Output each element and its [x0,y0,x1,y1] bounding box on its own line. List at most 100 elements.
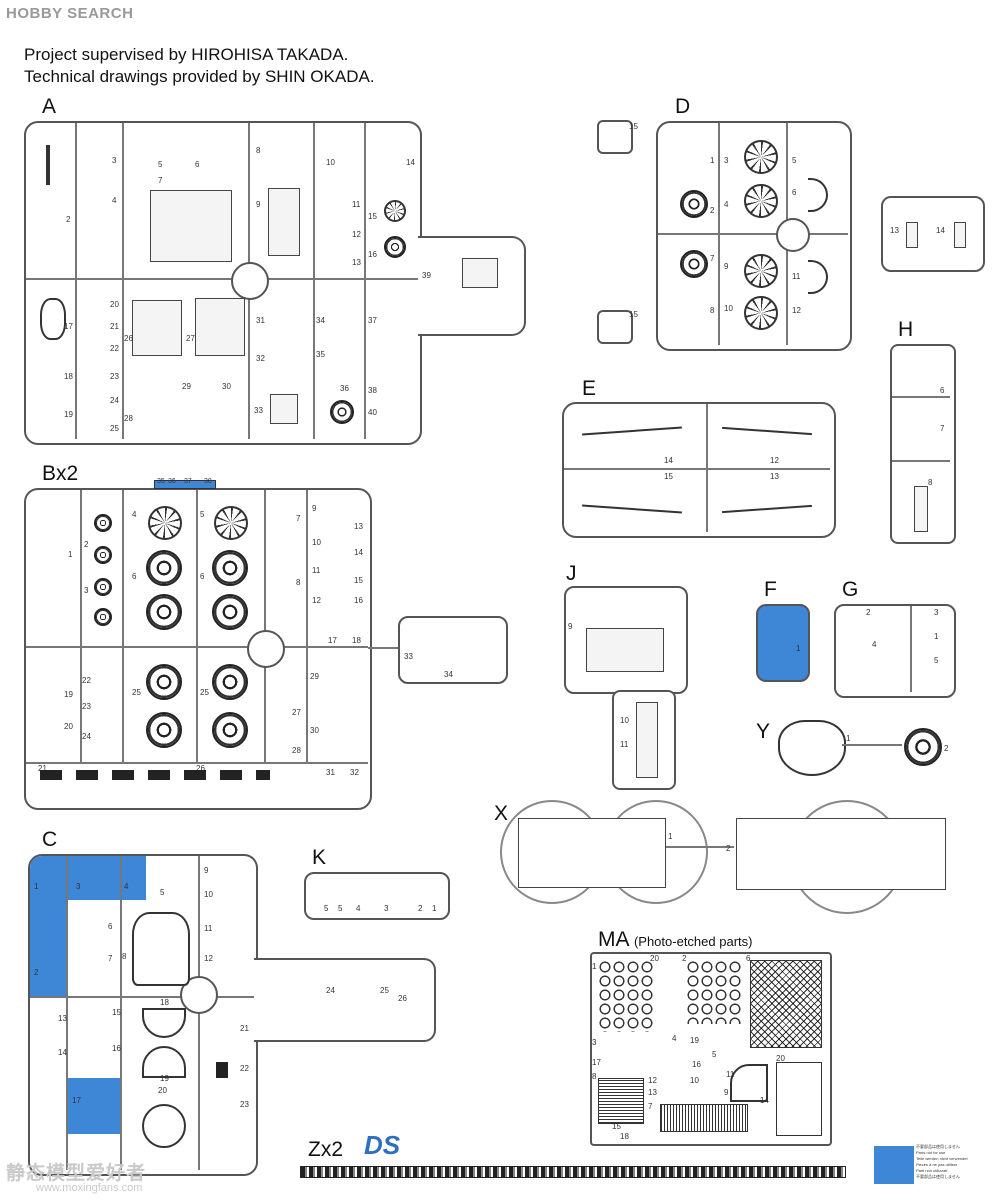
sprue-a-runner-v1 [75,123,77,439]
b-num-36: 36 [168,478,176,485]
a-num-2: 2 [66,215,71,224]
j-num-10: 10 [620,716,629,725]
b-num-11: 11 [312,566,321,575]
sprue-b-runner-v3 [196,490,198,762]
sprue-j-label: J [566,562,577,585]
sprue-b-part-25a [146,664,182,700]
sprue-ma-part-2 [686,960,742,1024]
b-num-1: 1 [68,550,73,559]
watermark-cn: 静态模型爱好者 [6,1163,147,1184]
a-num-22: 22 [110,344,119,353]
c-num-21: 21 [240,1024,249,1033]
ma-num-4: 4 [672,1034,677,1043]
brand-logo: HOBBY SEARCH [6,5,134,22]
sprue-b-gate-ring [247,630,285,668]
c-num-10: 10 [204,890,213,899]
sprue-d-part-3 [744,140,778,174]
sprue-b-ext-connector [368,647,398,649]
sprue-c-runner-v2 [120,856,122,1170]
a-num-20: 20 [110,300,119,309]
ma-num-20b: 20 [776,1054,785,1063]
b-num-9: 9 [312,504,317,513]
e-num-12: 12 [770,456,779,465]
credits: Project supervised by HIROHISA TAKADA. T… [24,44,375,88]
sprue-b-part-6c [146,594,182,630]
c-num-25: 25 [380,986,389,995]
credit-supervisor: Project supervised by HIROHISA TAKADA. [24,45,349,64]
sprue-d-runner-v1 [718,123,720,345]
b-num-38: 38 [204,478,212,485]
e-num-14: 14 [664,456,673,465]
ma-num-11: 11 [726,1070,735,1079]
legend-text: 不要部品は使用しません Parts not for use Teile werd… [916,1144,996,1180]
d-num-5: 5 [792,156,797,165]
b-num-4: 4 [132,510,137,519]
h-num-6: 6 [940,386,945,395]
ma-num-5: 5 [712,1050,717,1059]
ma-num-7: 7 [648,1102,653,1111]
c-num-7: 7 [108,954,113,963]
sprue-x-runner [666,846,734,848]
sprue-d-part-14 [954,222,966,248]
a-num-16: 16 [368,250,377,259]
sprue-b-part-3b [94,608,112,626]
sprue-a-part-15 [384,200,406,222]
b-num-6b: 6 [200,572,205,581]
sprue-a-part-panel-27 [195,298,245,356]
g-num-4: 4 [872,640,877,649]
sprue-j-part-9 [586,628,664,672]
sprue-f-frame [756,604,810,682]
sprue-c-part-18 [142,1008,186,1038]
b-num-24: 24 [82,732,91,741]
g-num-2: 2 [866,608,871,617]
a-num-28: 28 [124,414,133,423]
sprue-c-part-8 [132,912,190,986]
sprue-d-part-7 [680,250,708,278]
c-num-18: 18 [160,998,169,1007]
a-num-27: 27 [186,334,195,343]
b-num-28: 28 [292,746,301,755]
sprue-b-runner-v1 [80,490,82,762]
a-num-21: 21 [110,322,119,331]
sprue-h-runner-2 [892,460,950,462]
sprue-b-part-3 [94,578,112,596]
d-num-7: 7 [710,254,715,263]
sprue-a-runner-v2 [122,123,124,439]
sprue-k-label: K [312,846,327,869]
sprue-d-tab-top [597,120,633,154]
sprue-a-frame [24,121,422,445]
ma-num-16: 16 [692,1060,701,1069]
b-num-14: 14 [354,548,363,557]
a-num-7: 7 [158,176,163,185]
sprue-a-part-16 [384,236,406,258]
x-num-2: 2 [726,844,731,853]
ma-num-20: 20 [650,954,659,963]
c-num-19: 19 [160,1074,169,1083]
watermark-url: www.moxingfans.com [36,1182,143,1194]
b-num-7: 7 [296,514,301,523]
sprue-ma-part-1 [598,960,654,1032]
e-num-15: 15 [664,472,673,481]
a-num-40: 40 [368,408,377,417]
a-num-13: 13 [352,258,361,267]
b-num-13: 13 [354,522,363,531]
a-num-10: 10 [326,158,335,167]
b-num-30: 30 [310,726,319,735]
k-num-3: 3 [384,904,389,913]
legend-line-2: Parts not for use [916,1150,946,1155]
sprue-b-part-2 [94,546,112,564]
y-num-1: 1 [846,734,851,743]
sprue-c-runner-h [30,996,254,998]
ma-num-10: 10 [690,1076,699,1085]
sprue-a-part-1 [46,145,50,185]
legend-line-1: 不要部品は使用しません [916,1144,960,1149]
c-num-1: 1 [34,882,39,891]
sprue-e-runner-h [564,468,830,470]
b-num-12: 12 [312,596,321,605]
a-num-26: 26 [124,334,133,343]
c-num-12: 12 [204,954,213,963]
sprue-c-part-20 [142,1104,186,1148]
sprue-b-runner-v2 [122,490,124,762]
sprue-b-track-row [40,770,270,780]
a-num-5: 5 [158,160,163,169]
